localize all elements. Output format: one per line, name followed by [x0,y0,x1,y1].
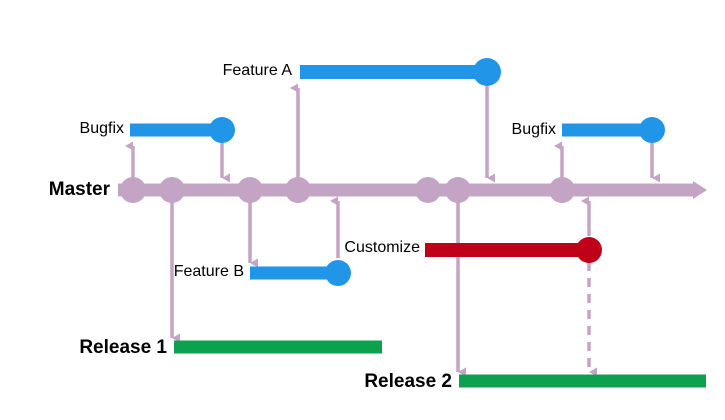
branch-feature-b[interactable]: Feature B [174,260,351,286]
master-commit-node[interactable] [445,177,471,203]
branch-feature-a[interactable]: Feature A [223,58,501,86]
master-label: Master [49,179,111,200]
branch-bugfix-right[interactable]: Bugfix [512,117,665,143]
customize-label: Customize [344,239,420,256]
feature-b-label: Feature B [174,263,244,280]
release-1-label: Release 1 [79,337,167,358]
feature-a-label: Feature A [223,62,293,79]
master-commit-node[interactable] [237,177,263,203]
release-2-label: Release 2 [364,371,452,392]
master-commit-node[interactable] [285,177,311,203]
master-commit-node[interactable] [549,177,575,203]
branch-master[interactable]: Master [49,177,707,203]
branch-release-2[interactable]: Release 2 [364,371,706,392]
connectors-layer [125,83,660,377]
customize-tip-node[interactable] [576,237,602,263]
branch-bugfix-left[interactable]: Bugfix [80,117,235,143]
master-commit-node[interactable] [415,177,441,203]
feature-a-tip-node[interactable] [473,58,501,86]
branch-customize[interactable]: Customize [344,237,602,263]
master-commit-node[interactable] [120,177,146,203]
feature-b-tip-node[interactable] [325,260,351,286]
bugfix-right-tip-node[interactable] [639,117,665,143]
master-commit-node[interactable] [159,177,185,203]
bugfix-left-label: Bugfix [80,120,124,137]
bugfix-left-tip-node[interactable] [209,117,235,143]
branch-release-1[interactable]: Release 1 [79,337,382,358]
bugfix-right-label: Bugfix [512,121,556,138]
